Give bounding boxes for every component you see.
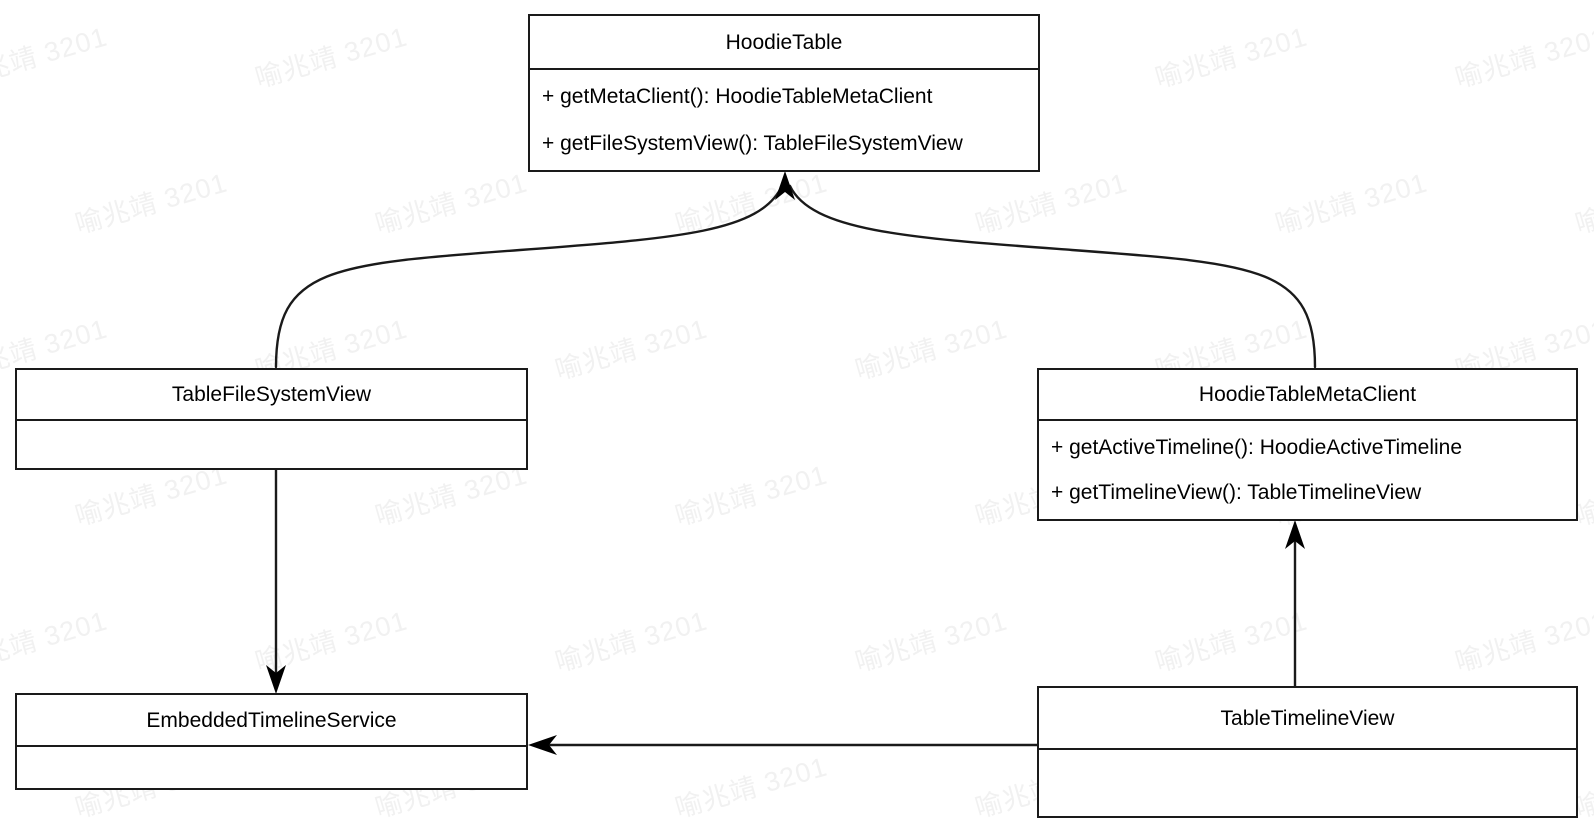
class-member: + getActiveTimeline(): HoodieActiveTimel…	[1051, 436, 1463, 459]
connector-table-timeline-view-to-embedded-timeline-service	[528, 735, 1037, 755]
watermark-tile: 喻兆靖 3201	[251, 605, 411, 678]
class-member: + getTimelineView(): TableTimelineView	[1051, 481, 1422, 504]
class-name-hoodie-table: HoodieTable	[725, 30, 843, 54]
connector-hoodie-table-meta-client-to-hoodie-table	[788, 184, 1317, 369]
watermark-tile: 喻兆靖 3201	[371, 167, 531, 240]
watermark-tile: 喻兆靖 3201	[1151, 21, 1311, 94]
watermark-tile: 喻兆靖 3201	[1571, 168, 1594, 240]
class-member: + getFileSystemView(): TableFileSystemVi…	[542, 132, 963, 155]
class-members-embedded-timeline-service	[17, 745, 526, 788]
connector-table-file-system-view-to-embedded-timeline-service	[266, 470, 286, 694]
watermark-tile: 喻兆靖 3201	[71, 167, 231, 240]
class-members-hoodie-table: + getMetaClient(): HoodieTableMetaClient…	[530, 68, 1038, 170]
watermark-tile: 喻兆靖 3201	[851, 313, 1011, 386]
watermark-tile: 喻兆靖 3201	[971, 167, 1131, 240]
watermark-tile: 喻兆靖 3201	[1451, 21, 1594, 94]
watermark-tile: 喻兆靖 3201	[851, 605, 1011, 678]
watermark-tile: 喻兆靖 3201	[671, 459, 831, 532]
watermark-tile: 喻兆靖 3201	[551, 313, 711, 386]
class-members-hoodie-table-meta-client: + getActiveTimeline(): HoodieActiveTimel…	[1039, 419, 1576, 519]
arrowhead-into-hoodie-table	[775, 171, 795, 200]
watermark-tile: 喻兆靖 3201	[671, 751, 831, 818]
watermark-tile: 喻兆靖 3201	[251, 21, 411, 94]
class-name-table-timeline-view: TableTimelineView	[1220, 706, 1395, 730]
watermark-tile: 喻兆靖 3201	[551, 605, 711, 678]
class-box-hoodie-table-meta-client[interactable]: HoodieTableMetaClient + getActiveTimelin…	[1037, 368, 1578, 521]
watermark-tile: 喻兆靖 3201	[1451, 605, 1594, 678]
class-box-table-file-system-view[interactable]: TableFileSystemView	[15, 368, 528, 470]
class-name-hoodie-table-meta-client: HoodieTableMetaClient	[1198, 383, 1417, 406]
class-member: + getMetaClient(): HoodieTableMetaClient	[542, 85, 933, 108]
watermark-tile: 喻兆靖 3201	[1151, 605, 1311, 678]
class-box-table-timeline-view[interactable]: TableTimelineView	[1037, 686, 1578, 818]
watermark-tile: 喻兆靖 3201	[671, 167, 831, 240]
class-name-embedded-timeline-service: EmbeddedTimelineService	[146, 708, 397, 732]
watermark-tile: 喻兆靖 3201	[0, 21, 111, 94]
class-members-table-file-system-view	[17, 419, 526, 468]
connector-table-file-system-view-to-hoodie-table	[274, 184, 784, 369]
connector-table-timeline-view-to-hoodie-table-meta-client	[1285, 520, 1305, 686]
class-name-table-file-system-view: TableFileSystemView	[171, 383, 372, 406]
class-box-hoodie-table[interactable]: HoodieTable + getMetaClient(): HoodieTab…	[528, 14, 1040, 172]
class-box-embedded-timeline-service[interactable]: EmbeddedTimelineService	[15, 693, 528, 790]
watermark-tile: 喻兆靖 3201	[0, 605, 111, 678]
class-members-table-timeline-view	[1039, 748, 1576, 818]
watermark-tile: 喻兆靖 3201	[1271, 167, 1431, 240]
